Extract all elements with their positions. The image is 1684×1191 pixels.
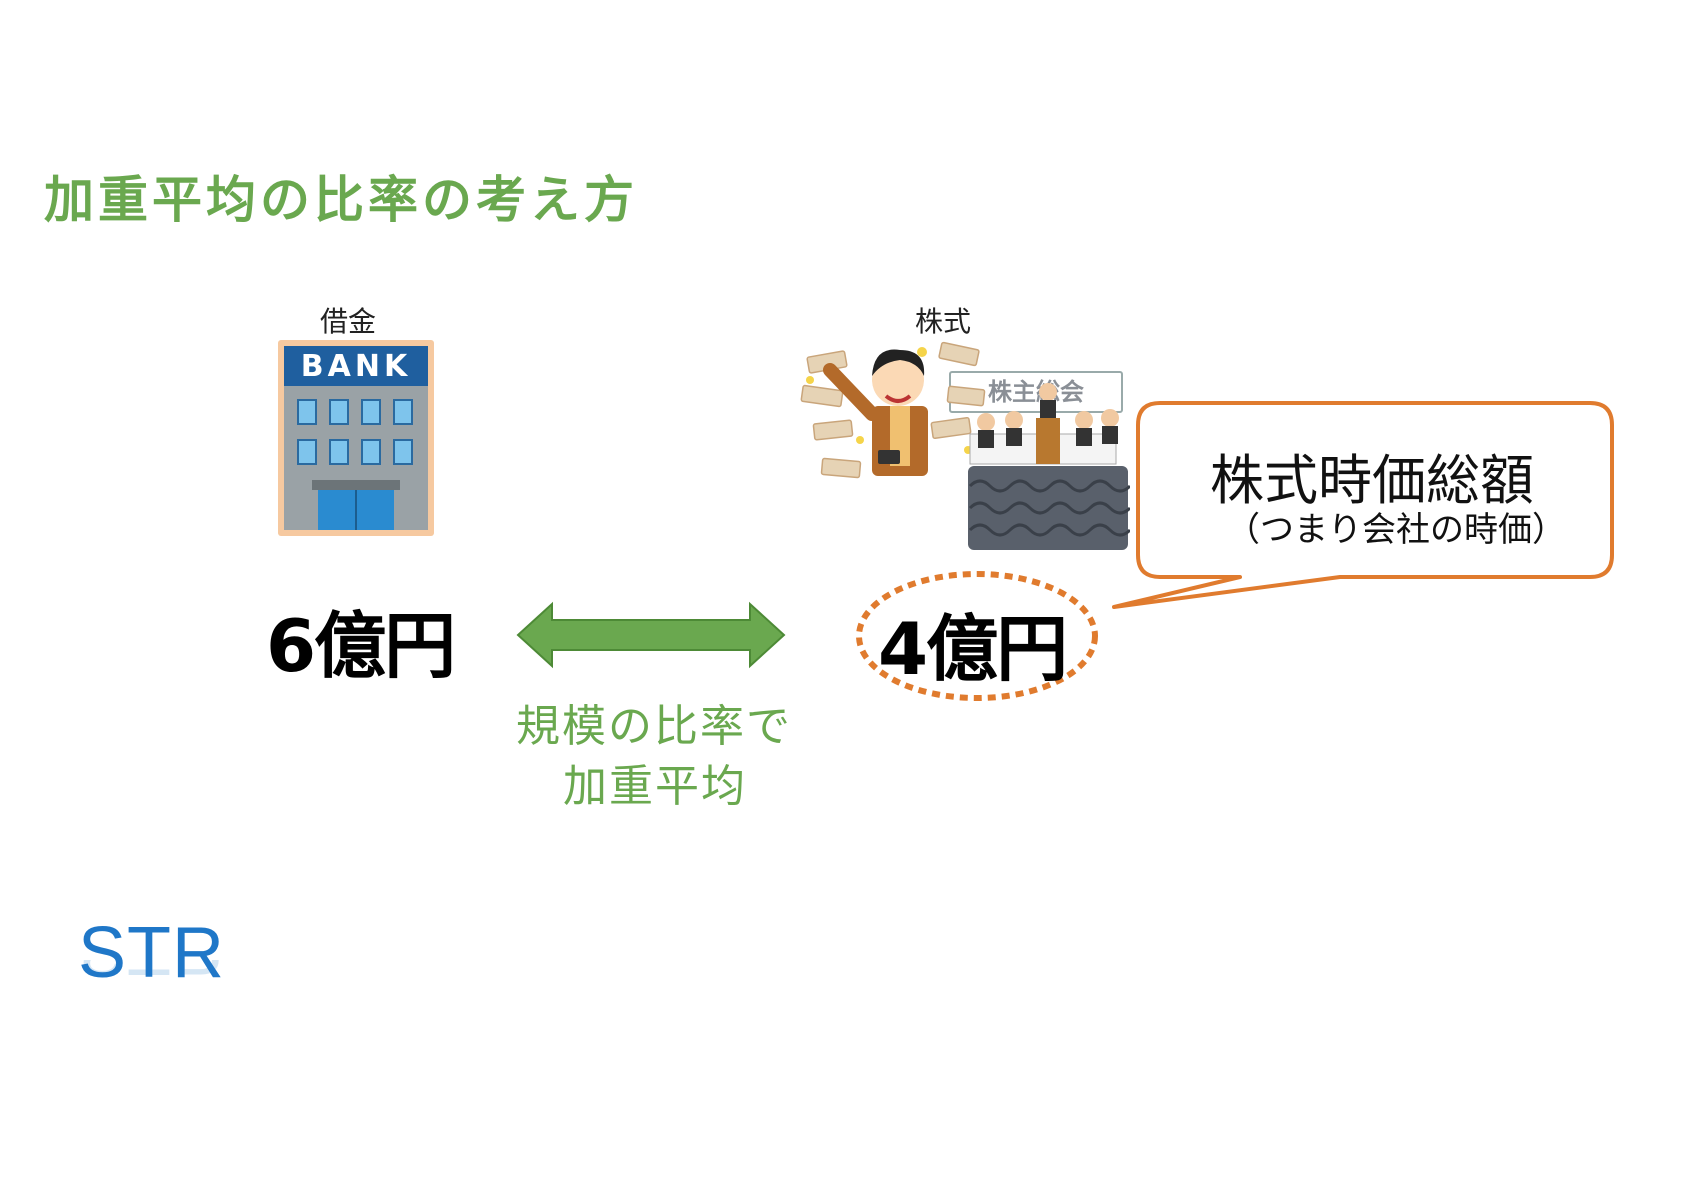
meeting-sign: 株主総会: [988, 378, 1084, 406]
str-logo-reflection: STR: [78, 960, 225, 990]
debt-caption: 借金: [320, 300, 376, 340]
double-arrow-icon: [516, 600, 786, 670]
bank-sign: BANK: [301, 349, 411, 384]
debt-amount: 6億円: [266, 587, 454, 692]
equity-amount: 4億円: [878, 590, 1066, 695]
ratio-label-line1: 規模の比率で: [516, 690, 792, 754]
equity-caption: 株式: [915, 300, 971, 340]
callout-subtitle: （つまり会社の時価）: [1226, 502, 1566, 551]
shareholders-meeting-illustration: 株主総会: [800, 340, 1130, 555]
page-title: 加重平均の比率の考え方: [44, 160, 638, 232]
bank-building-icon: BANK: [276, 338, 436, 538]
ratio-label-line2: 加重平均: [563, 750, 747, 814]
